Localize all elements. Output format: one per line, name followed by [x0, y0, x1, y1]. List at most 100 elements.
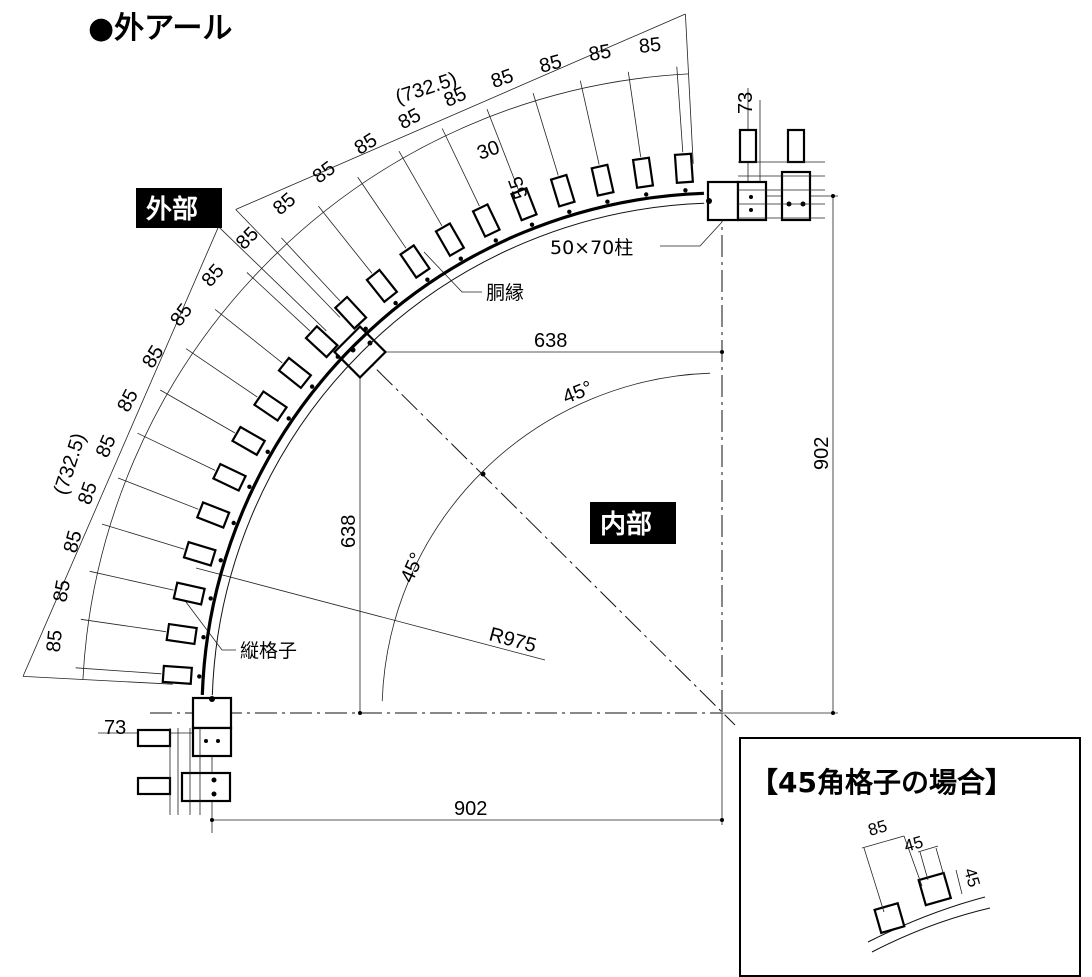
- leader-line-radius: [195, 567, 546, 661]
- dim-tick: [358, 711, 362, 715]
- dim-pitch-85: 85: [92, 432, 121, 461]
- dim-offset-73-bottom: 73: [104, 717, 126, 739]
- column-post-middle: [332, 324, 388, 380]
- pitch-extension-line: [486, 108, 519, 190]
- dim-638-vertical: 638: [338, 515, 360, 548]
- inset-frame: [739, 737, 1081, 977]
- dim-pitch-85: 85: [43, 629, 67, 653]
- inset-dim-line: [903, 835, 923, 887]
- pitch-extension-line: [137, 432, 216, 471]
- lattice-screw: [458, 256, 463, 261]
- overall-length-line-top: [235, 13, 686, 210]
- dim-pitch-85: 85: [587, 40, 613, 66]
- dim-offset-73-top: 73: [735, 92, 757, 114]
- dim-pitch-85: 85: [537, 51, 564, 78]
- overall-length-extension: [22, 676, 173, 685]
- lattice-screw: [683, 188, 688, 193]
- vertical-lattice-bar: [631, 156, 655, 189]
- vertical-lattice-bar: [590, 163, 615, 197]
- vertical-lattice-bar: [471, 202, 502, 239]
- overall-length-extension: [218, 226, 327, 332]
- dim-pitch-85: 85: [351, 129, 382, 159]
- dim-tick: [720, 350, 724, 354]
- vertical-lattice-bar: [195, 501, 231, 529]
- inside-tag-background: [590, 502, 676, 544]
- dim-tick: [720, 818, 724, 822]
- lattice-screw: [286, 416, 291, 421]
- lattice-screw: [605, 199, 610, 204]
- dim-pitch-85: 85: [309, 157, 340, 188]
- bolt: [211, 777, 217, 783]
- vertical-lattice-bar: [549, 173, 576, 208]
- vertical-lattice-bar: [277, 356, 313, 390]
- vertical-lattice-bar: [304, 324, 339, 359]
- inset-lattice-bar: [873, 901, 906, 935]
- pitch-extension-line: [160, 389, 235, 434]
- dim-bar-width-30: 30: [474, 136, 502, 164]
- column-post-top-inner: [736, 180, 768, 222]
- inset-dim-line: [935, 847, 945, 877]
- vertical-lattice-bar: [365, 268, 399, 304]
- dim-902-vertical: 902: [811, 437, 833, 470]
- lattice-screw: [529, 222, 535, 227]
- inset-rail-curve-inner: [867, 896, 986, 943]
- pitch-extension-line: [89, 570, 174, 591]
- lattice-screw: [197, 674, 202, 679]
- bolt: [749, 208, 753, 212]
- inset-dim-line: [863, 847, 885, 913]
- pitch-extension-line: [579, 80, 600, 165]
- side-lattice-bar: [136, 728, 172, 748]
- dim-638-horizontal: 638: [534, 330, 567, 352]
- pitch-extension-line: [398, 151, 443, 226]
- bolt: [706, 198, 712, 204]
- pitch-extension-line: [80, 618, 166, 633]
- angle-reference-arc: [381, 372, 711, 702]
- lattice-screw: [201, 635, 206, 640]
- inset-title: 【45角格子の場合】: [750, 766, 1013, 799]
- bolt: [209, 696, 215, 702]
- lattice-screw: [493, 238, 498, 243]
- dim-tick: [831, 711, 835, 715]
- column-post-bottom: [191, 696, 233, 730]
- inset-dim-line: [919, 851, 929, 881]
- vertical-lattice-bar: [398, 243, 432, 280]
- lattice-screw: [393, 300, 398, 306]
- dim-pitch-85: 85: [638, 34, 662, 58]
- side-lattice-bar: [786, 128, 806, 164]
- pitch-extension-line: [441, 128, 480, 207]
- dim-tick: [831, 194, 835, 198]
- pitch-extension-line: [676, 66, 684, 153]
- dim-pitch-85: 85: [60, 528, 87, 555]
- pitch-dimension-arc: [82, 73, 689, 680]
- overall-length-extension: [235, 209, 341, 318]
- leader-line-lattice: [185, 601, 236, 651]
- inset-dim-line: [861, 835, 905, 849]
- leader-line-rail: [423, 251, 482, 293]
- side-post: [180, 771, 232, 803]
- rail-inner-curve: [211, 202, 705, 696]
- drawing-geometry: [22, 13, 838, 833]
- vertical-lattice-bar: [510, 186, 538, 222]
- dim-pitch-85: 85: [49, 578, 75, 604]
- pitch-extension-line: [185, 348, 258, 398]
- inset-dim-depth: 45: [960, 866, 983, 889]
- region-tag-inside: 内部: [600, 510, 652, 540]
- rail-outer-curve: [200, 191, 704, 695]
- vertical-lattice-bar: [172, 581, 206, 606]
- inset-dim-width: 45: [902, 832, 925, 855]
- inset-dim-line: [955, 869, 963, 895]
- diagonal-center-line: [351, 344, 736, 726]
- lattice-screw: [208, 596, 213, 601]
- dim-pitch-85: 85: [232, 223, 263, 254]
- vertical-lattice-bar: [252, 389, 289, 423]
- dim-pitch-85: 85: [74, 479, 102, 507]
- bolt: [749, 195, 753, 199]
- inset-dim-pitch: 85: [866, 816, 889, 839]
- lattice-screw: [644, 192, 649, 197]
- dim-902-horizontal: 902: [454, 798, 487, 820]
- bolt: [367, 340, 373, 346]
- inset-detail: [861, 835, 991, 953]
- overall-length-extension: [685, 13, 694, 164]
- label-rail: 胴縁: [486, 282, 524, 304]
- pitch-extension-line: [214, 309, 283, 364]
